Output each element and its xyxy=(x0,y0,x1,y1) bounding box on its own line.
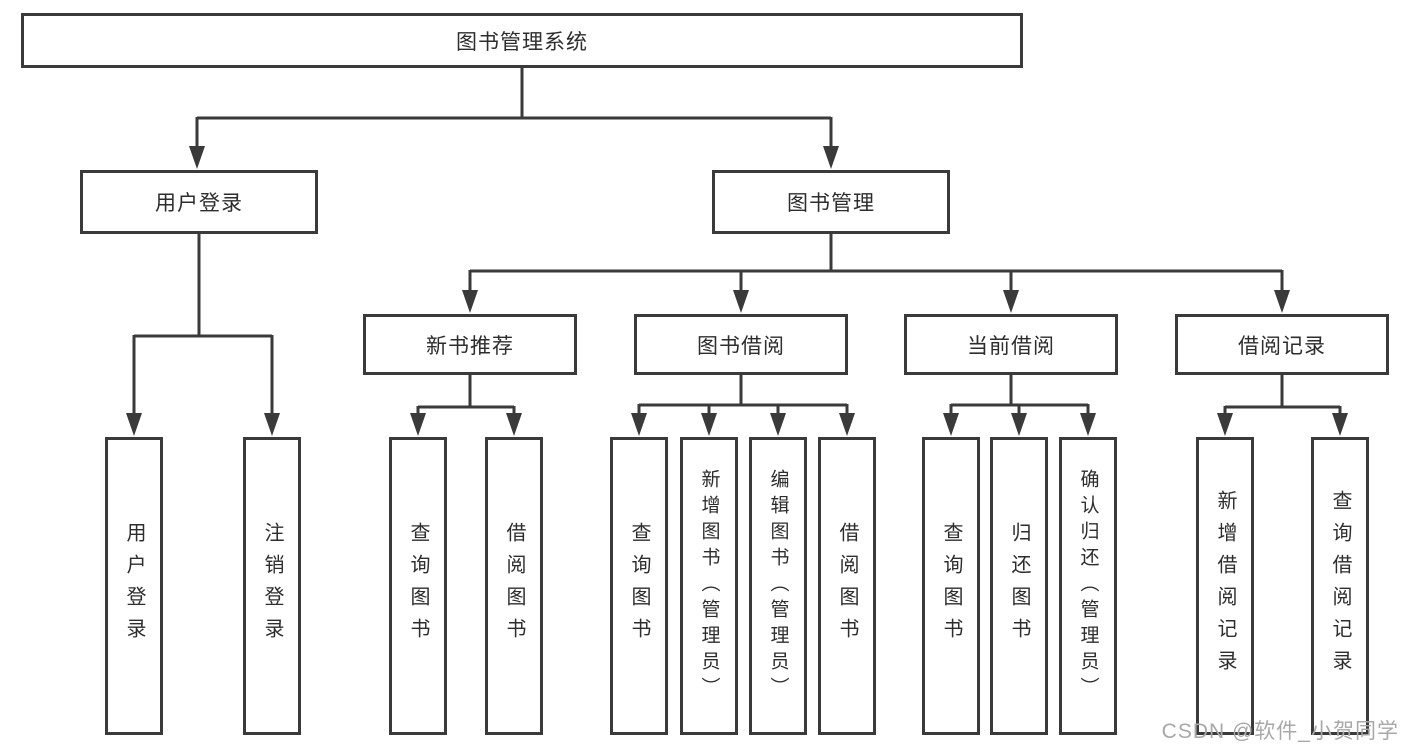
node-label: 新增图书（管理员） xyxy=(698,469,720,703)
node-leaf-query-books: 查询图书 xyxy=(389,437,447,735)
node-label: 注销登录 xyxy=(261,522,283,650)
node-new-book-recommend: 新书推荐 xyxy=(363,314,577,375)
node-label: 查询图书 xyxy=(628,522,650,650)
csdn-watermark: CSDN @软件_小贺同学 xyxy=(1161,720,1399,743)
node-label: 确认归还（管理员） xyxy=(1077,469,1099,703)
node-label: 查询借阅记录 xyxy=(1329,490,1351,682)
node-label: 新增借阅记录 xyxy=(1214,490,1236,682)
node-label: 借阅记录 xyxy=(1238,334,1326,358)
node-leaf-borrow-books: 借阅图书 xyxy=(485,437,543,735)
node-leaf-edit-books-admin: 编辑图书（管理员） xyxy=(749,437,807,735)
node-label: 图书管理系统 xyxy=(456,30,588,54)
node-user-login: 用户登录 xyxy=(80,170,318,234)
node-leaf-borrow-books-2: 借阅图书 xyxy=(818,437,876,735)
node-label: 查询图书 xyxy=(940,522,962,650)
node-current-borrow: 当前借阅 xyxy=(904,314,1118,375)
node-system-root: 图书管理系统 xyxy=(21,13,1023,68)
node-leaf-return-books: 归还图书 xyxy=(990,437,1048,735)
node-book-management: 图书管理 xyxy=(712,170,950,234)
node-label: 用户登录 xyxy=(155,192,243,215)
node-label: 查询图书 xyxy=(407,522,429,650)
node-leaf-confirm-return-admin: 确认归还（管理员） xyxy=(1059,437,1117,735)
node-label: 图书管理 xyxy=(787,192,875,215)
node-label: 借阅图书 xyxy=(836,522,858,650)
node-leaf-query-books-3: 查询图书 xyxy=(922,437,980,735)
node-book-borrow: 图书借阅 xyxy=(634,314,848,375)
node-leaf-add-books-admin: 新增图书（管理员） xyxy=(680,437,738,735)
node-leaf-query-books-2: 查询图书 xyxy=(610,437,668,735)
node-leaf-user-login: 用户登录 xyxy=(105,437,163,735)
node-label: 借阅图书 xyxy=(503,522,525,650)
node-label: 用户登录 xyxy=(123,522,145,650)
node-label: 当前借阅 xyxy=(967,334,1055,358)
node-label: 新书推荐 xyxy=(426,334,514,358)
node-label: 归还图书 xyxy=(1008,522,1030,650)
node-leaf-add-borrow-record: 新增借阅记录 xyxy=(1196,437,1254,735)
node-label: 图书借阅 xyxy=(697,334,785,358)
node-leaf-query-borrow-record: 查询借阅记录 xyxy=(1311,437,1369,735)
node-leaf-logout: 注销登录 xyxy=(243,437,301,735)
node-label: 编辑图书（管理员） xyxy=(767,469,789,703)
arrowheads xyxy=(126,146,1348,436)
node-borrow-records: 借阅记录 xyxy=(1175,314,1389,375)
